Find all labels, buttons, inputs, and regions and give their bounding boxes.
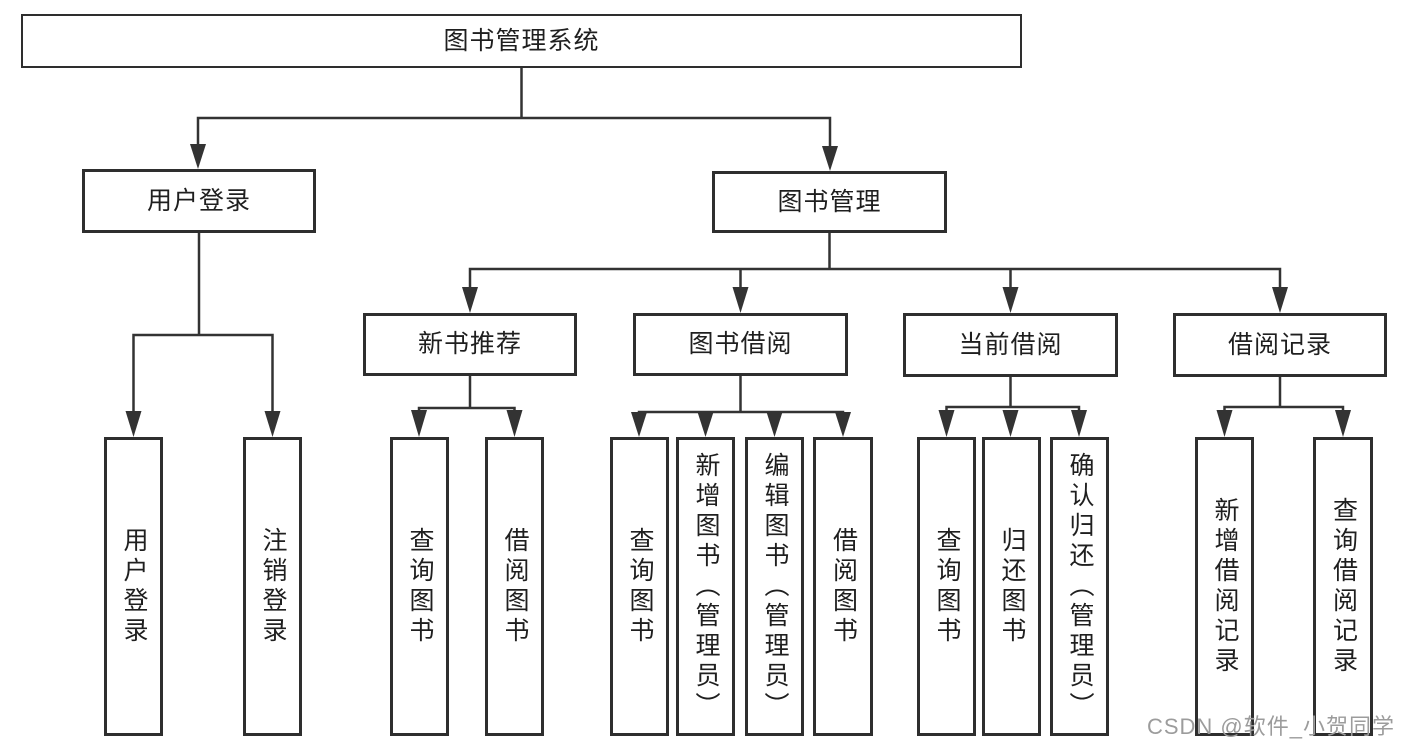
arrowhead [732, 287, 749, 313]
leaf-query-book-borrow-label: 查询图书 [626, 526, 654, 647]
edge-root-to-level2 [190, 66, 838, 171]
arrowhead [1002, 410, 1019, 437]
leaf-query-borrow-record-label: 查询借阅记录 [1329, 496, 1358, 677]
leaf-query-book-recommend-label: 查询图书 [406, 526, 434, 647]
leaf-query-book-recommend: 查询图书 [390, 437, 449, 736]
leaf-add-book-admin: 新增图书（管理员） [676, 437, 735, 736]
node-book-management: 图书管理 [712, 171, 947, 233]
edge-current-borrow-to-leaves [938, 375, 1087, 437]
arrowhead [1335, 410, 1351, 437]
csdn-watermark: CSDN @软件_小贺同学 [1146, 714, 1395, 739]
arrowhead [190, 144, 206, 169]
leaf-edit-book-admin-label: 编辑图书（管理员） [761, 451, 789, 722]
arrowhead [411, 410, 427, 437]
arrowhead [1272, 287, 1288, 313]
leaf-edit-book-admin: 编辑图书（管理员） [745, 437, 804, 736]
arrowhead [835, 412, 851, 437]
node-user-login: 用户登录 [82, 169, 316, 233]
node-borrow-record-label: 借阅记录 [1227, 330, 1332, 359]
node-user-login-label: 用户登录 [146, 186, 251, 215]
node-library-system: 图书管理系统 [21, 14, 1022, 68]
arrowhead [697, 412, 714, 437]
leaf-query-book-current: 查询图书 [917, 437, 976, 736]
leaf-query-borrow-record: 查询借阅记录 [1313, 437, 1373, 736]
arrowhead [822, 146, 838, 171]
node-new-book-recommend: 新书推荐 [363, 313, 577, 376]
arrowhead [938, 410, 955, 437]
leaf-return-book-label: 归还图书 [998, 526, 1026, 647]
edge-borrow-record-to-leaves [1216, 375, 1351, 437]
node-borrow-record: 借阅记录 [1173, 313, 1387, 377]
edge-book-borrow-to-leaves [631, 374, 851, 437]
leaf-user-login-label: 用户登录 [120, 526, 148, 647]
leaf-return-book: 归还图书 [982, 437, 1041, 736]
arrowhead [766, 412, 783, 437]
arrowhead [462, 287, 478, 313]
leaf-logout: 注销登录 [243, 437, 302, 736]
arrowhead [506, 410, 523, 437]
node-book-management-label: 图书管理 [777, 187, 882, 216]
edge-book-mgmt-to-level3 [462, 231, 1288, 313]
leaf-borrow-book-recommend-label: 借阅图书 [501, 526, 529, 647]
node-library-system-label: 图书管理系统 [443, 26, 600, 55]
arrowhead [1216, 410, 1233, 437]
node-new-book-recommend-label: 新书推荐 [417, 330, 522, 358]
node-book-borrow: 图书借阅 [633, 313, 848, 376]
arrowhead [264, 411, 281, 437]
edge-user-login-to-leaves [125, 231, 281, 437]
leaf-confirm-return-admin: 确认归还（管理员） [1050, 437, 1109, 736]
leaf-user-login: 用户登录 [104, 437, 163, 736]
leaf-query-book-current-label: 查询图书 [933, 526, 961, 647]
edge-new-book-rec-to-leaves [411, 374, 523, 437]
arrowhead [631, 412, 647, 437]
leaf-confirm-return-admin-label: 确认归还（管理员） [1066, 451, 1094, 722]
arrowhead [125, 411, 142, 437]
node-current-borrow: 当前借阅 [903, 313, 1118, 377]
leaf-query-book-borrow: 查询图书 [610, 437, 669, 736]
leaf-add-borrow-record-label: 新增借阅记录 [1211, 496, 1239, 677]
arrowhead [1071, 410, 1087, 437]
node-book-borrow-label: 图书借阅 [688, 330, 793, 358]
leaf-add-borrow-record: 新增借阅记录 [1195, 437, 1254, 736]
leaf-borrow-book-recommend: 借阅图书 [485, 437, 544, 736]
leaf-borrow-book-label: 借阅图书 [829, 526, 858, 647]
node-current-borrow-label: 当前借阅 [958, 330, 1063, 359]
leaf-borrow-book: 借阅图书 [813, 437, 873, 736]
leaf-logout-label: 注销登录 [259, 526, 287, 647]
arrowhead [1002, 287, 1019, 313]
leaf-add-book-admin-label: 新增图书（管理员） [692, 451, 720, 722]
